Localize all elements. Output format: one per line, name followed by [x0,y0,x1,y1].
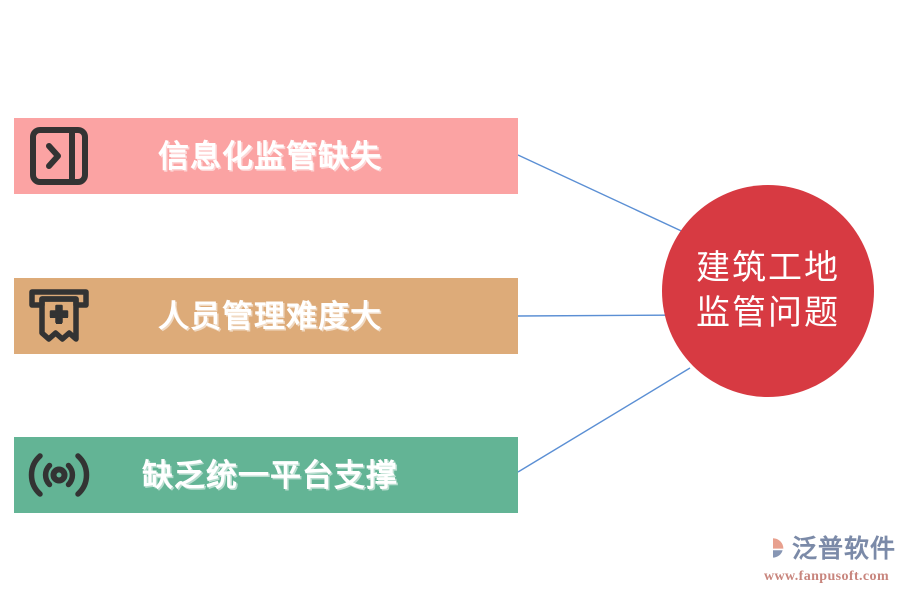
problem-bar-2-label: 人员管理难度大 [158,298,382,334]
receipt-add-icon [22,278,96,354]
problem-bar-3-label: 缺乏统一平台支撑 [142,457,398,493]
watermark-brand: 泛普软件 [792,535,897,563]
fanpusoft-logo-icon [757,533,789,566]
problem-bar-1[interactable]: 信息化监管缺失 [14,118,518,194]
sidebar-expand-icon [22,118,96,194]
broadcast-signal-icon [22,437,96,513]
watermark-url: www.fanpusoft.com [763,569,890,584]
problem-bar-3[interactable]: 缺乏统一平台支撑 [14,437,518,513]
hub-label-line-2: 监管问题 [696,294,840,332]
problem-bar-1-label: 信息化监管缺失 [158,138,382,174]
hub-label-line-1: 建筑工地 [696,249,840,288]
central-hub-circle[interactable]: 建筑工地 监管问题 [662,185,874,397]
watermark-row: 泛普软件 [757,533,896,566]
connector-line-3 [517,367,691,473]
watermark: 泛普软件 www.fanpusoft.com [757,533,896,584]
connector-line-1 [517,154,691,236]
problem-bar-2[interactable]: 人员管理难度大 [14,278,518,354]
